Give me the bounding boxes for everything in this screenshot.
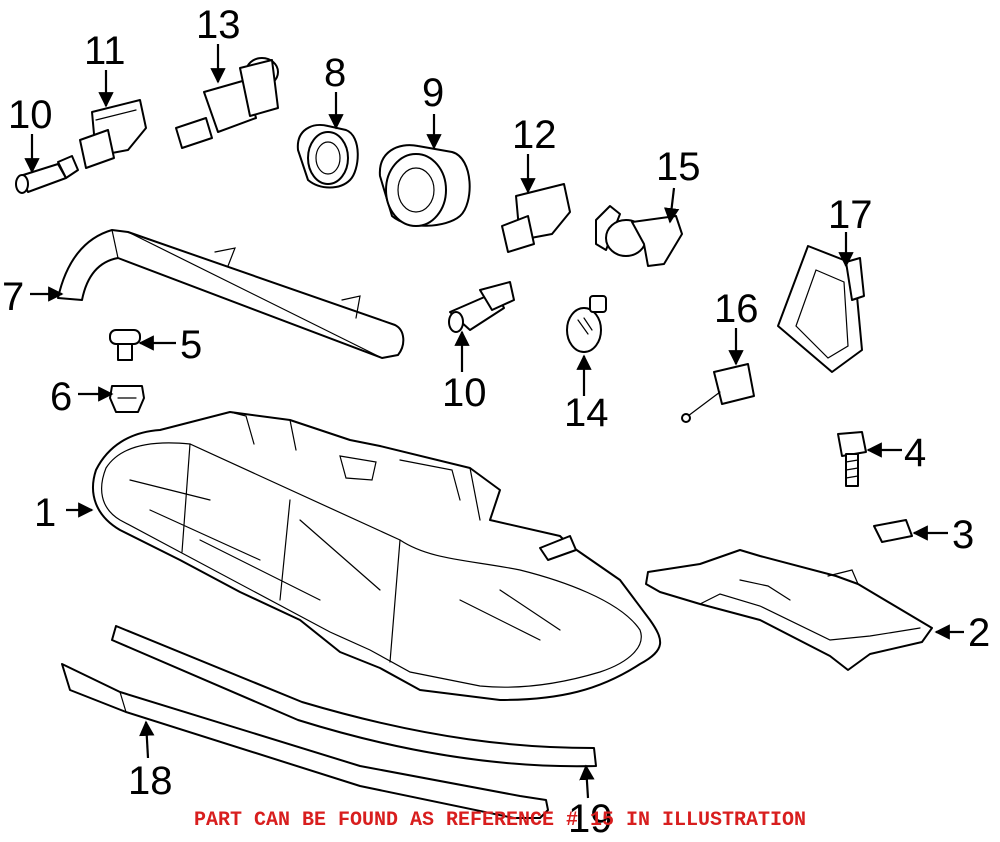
part-13-socket-with-plug <box>175 57 279 149</box>
callout-1: 1 <box>34 491 56 535</box>
reference-note: PART CAN BE FOUND AS REFERENCE # 15 IN I… <box>193 809 807 832</box>
callout-2: 2 <box>968 611 990 655</box>
part-10-bulb-holder <box>448 281 515 333</box>
callout-8: 8 <box>324 51 346 95</box>
callout-6: 6 <box>50 375 72 419</box>
callout-13: 13 <box>196 3 241 47</box>
callout-7: 7 <box>2 275 24 319</box>
callout-18: 18 <box>128 759 173 803</box>
part-2-mounting-bracket <box>645 549 933 671</box>
part-19-seal-strip <box>111 625 597 768</box>
callout-5: 5 <box>180 323 202 367</box>
part-14-bulb <box>566 295 607 353</box>
callout-leaders <box>24 44 964 799</box>
callout-4: 4 <box>904 431 926 475</box>
callout-9: 9 <box>422 71 444 115</box>
part-12-socket <box>501 183 571 253</box>
part-15-socket-assembly <box>595 205 683 267</box>
part-8-ring <box>296 124 359 189</box>
part-10-small-bulb <box>15 155 79 194</box>
part-4-bolt <box>837 431 867 487</box>
part-18-lower-trim <box>61 663 549 819</box>
callout-10-middle: 10 <box>442 371 487 415</box>
callout-3: 3 <box>952 513 974 557</box>
callout-11: 11 <box>84 29 126 73</box>
callout-10-top: 10 <box>8 93 53 137</box>
part-9-large-ring <box>378 144 471 227</box>
part-3-clip-nut <box>873 519 913 543</box>
callout-17: 17 <box>828 193 873 237</box>
callout-14: 14 <box>564 391 609 435</box>
part-16-bulb-with-lead <box>681 363 755 423</box>
part-1-headlight-housing <box>92 411 662 701</box>
callout-15: 15 <box>656 145 701 189</box>
callout-12: 12 <box>512 113 557 157</box>
callout-19: 19 <box>568 797 613 841</box>
callout-16: 16 <box>714 287 759 331</box>
part-17-housing-bracket <box>777 245 865 373</box>
callout-labels: 1 2 3 4 5 6 7 8 9 10 10 11 12 13 14 15 1… <box>2 3 990 841</box>
part-11-bulb-socket <box>79 99 147 169</box>
part-6-grommet <box>109 385 145 413</box>
part-5-plug <box>109 329 141 361</box>
part-7-upper-trim-strip <box>57 229 405 359</box>
